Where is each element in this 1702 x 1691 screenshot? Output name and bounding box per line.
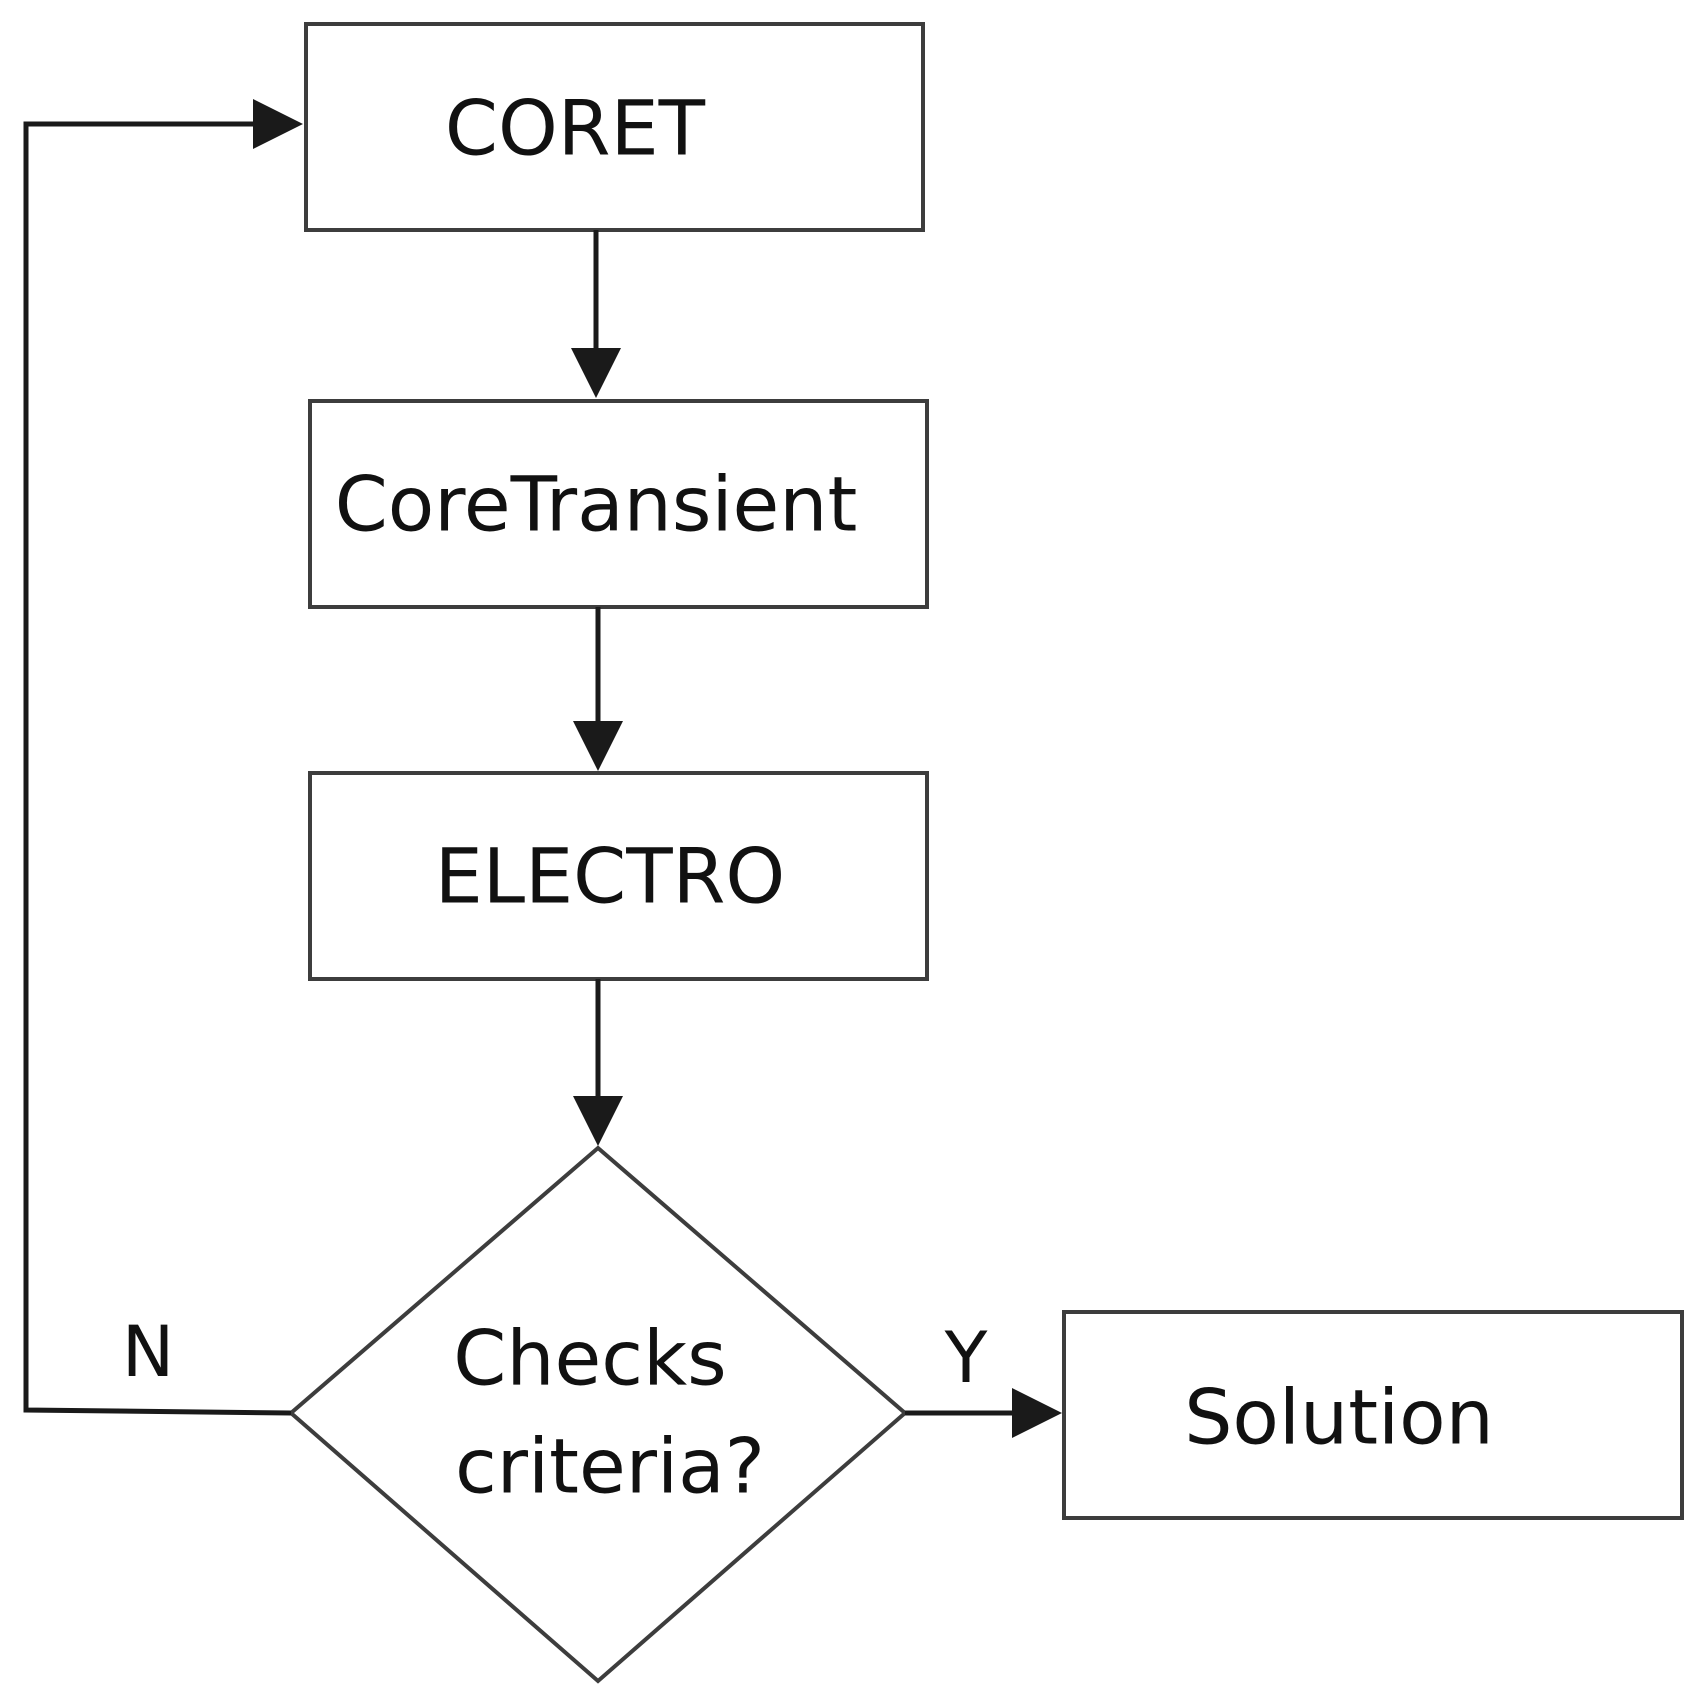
node-decision: Checks criteria? [287, 1145, 909, 1684]
core-transient-box [308, 399, 929, 609]
decision-label-line1: Checks [453, 1314, 726, 1403]
node-core-transient: CoreTransient [308, 399, 929, 609]
solution-label: Solution [1184, 1373, 1494, 1462]
node-coret: CORET [304, 22, 925, 232]
edge-decision-to-coret-loop [23, 99, 303, 1416]
node-solution: Solution [1062, 1310, 1684, 1520]
electro-box [308, 771, 929, 981]
coret-box [304, 22, 925, 232]
edge-label-no: N [122, 1311, 174, 1393]
core-transient-label: CoreTransient [335, 460, 858, 549]
decision-diamond [287, 1145, 909, 1684]
electro-label: ELECTRO [435, 832, 786, 921]
decision-label-line2: criteria? [455, 1422, 765, 1511]
edge-label-yes: Y [944, 1317, 988, 1399]
node-electro: ELECTRO [308, 771, 929, 981]
solution-box [1062, 1310, 1684, 1520]
coret-label: CORET [445, 84, 706, 173]
